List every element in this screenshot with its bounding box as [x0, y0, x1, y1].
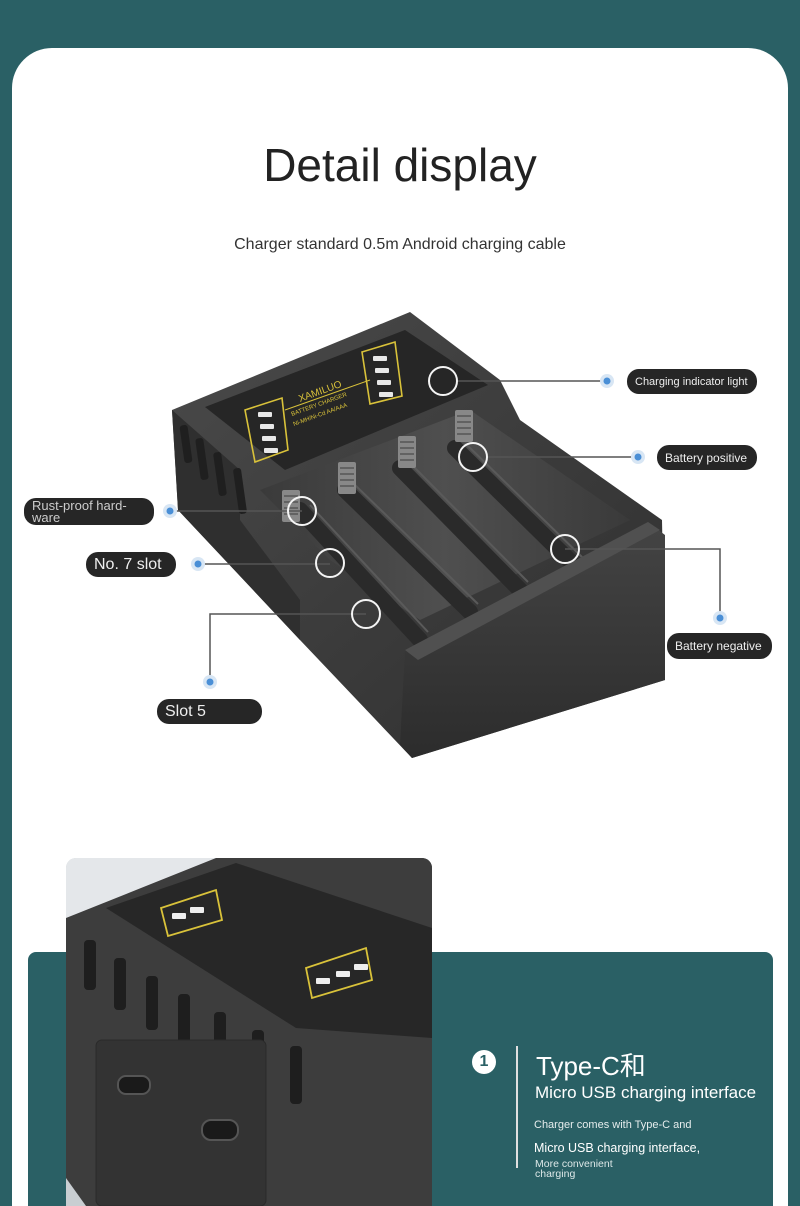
feature-number: 1: [472, 1050, 496, 1074]
led-indicators: [258, 356, 393, 453]
battery-slots: [292, 440, 583, 648]
charger-body: XAMILUO BATTERY CHARGER Ni-MH/Ni-Cd AA/A…: [172, 312, 665, 758]
feature-divider: [516, 1046, 518, 1168]
page-subtitle: Charger standard 0.5m Android charging c…: [234, 236, 566, 253]
callout-targets: [287, 366, 580, 629]
feature-desc-line3: More convenient charging: [535, 1158, 613, 1180]
label-no7-slot: No. 7 slot: [86, 552, 176, 577]
feature-subtitle: Micro USB charging interface: [535, 1083, 757, 1102]
feature-desc-line1: Charger comes with Type-C and: [534, 1119, 692, 1131]
charger-closeup-photo: [66, 858, 432, 1206]
type-c-port-icon: [201, 1119, 239, 1141]
label-rust-proof: Rust-proof hard-ware: [24, 498, 154, 525]
label-battery-positive: Battery positive: [657, 445, 757, 470]
side-vents: [179, 425, 247, 514]
callout-dots: [163, 374, 727, 689]
label-slot5: Slot 5: [157, 699, 262, 724]
page-title: Detail display: [263, 139, 537, 191]
feature-desc-line2: Micro USB charging interface,: [534, 1141, 701, 1155]
label-battery-negative: Battery negative: [667, 633, 772, 659]
label-charging-indicator: Charging indicator light: [627, 369, 757, 394]
micro-usb-port-icon: [117, 1075, 151, 1095]
callout-lines: [170, 380, 721, 682]
feature-title: Type-C和: [536, 1051, 646, 1081]
